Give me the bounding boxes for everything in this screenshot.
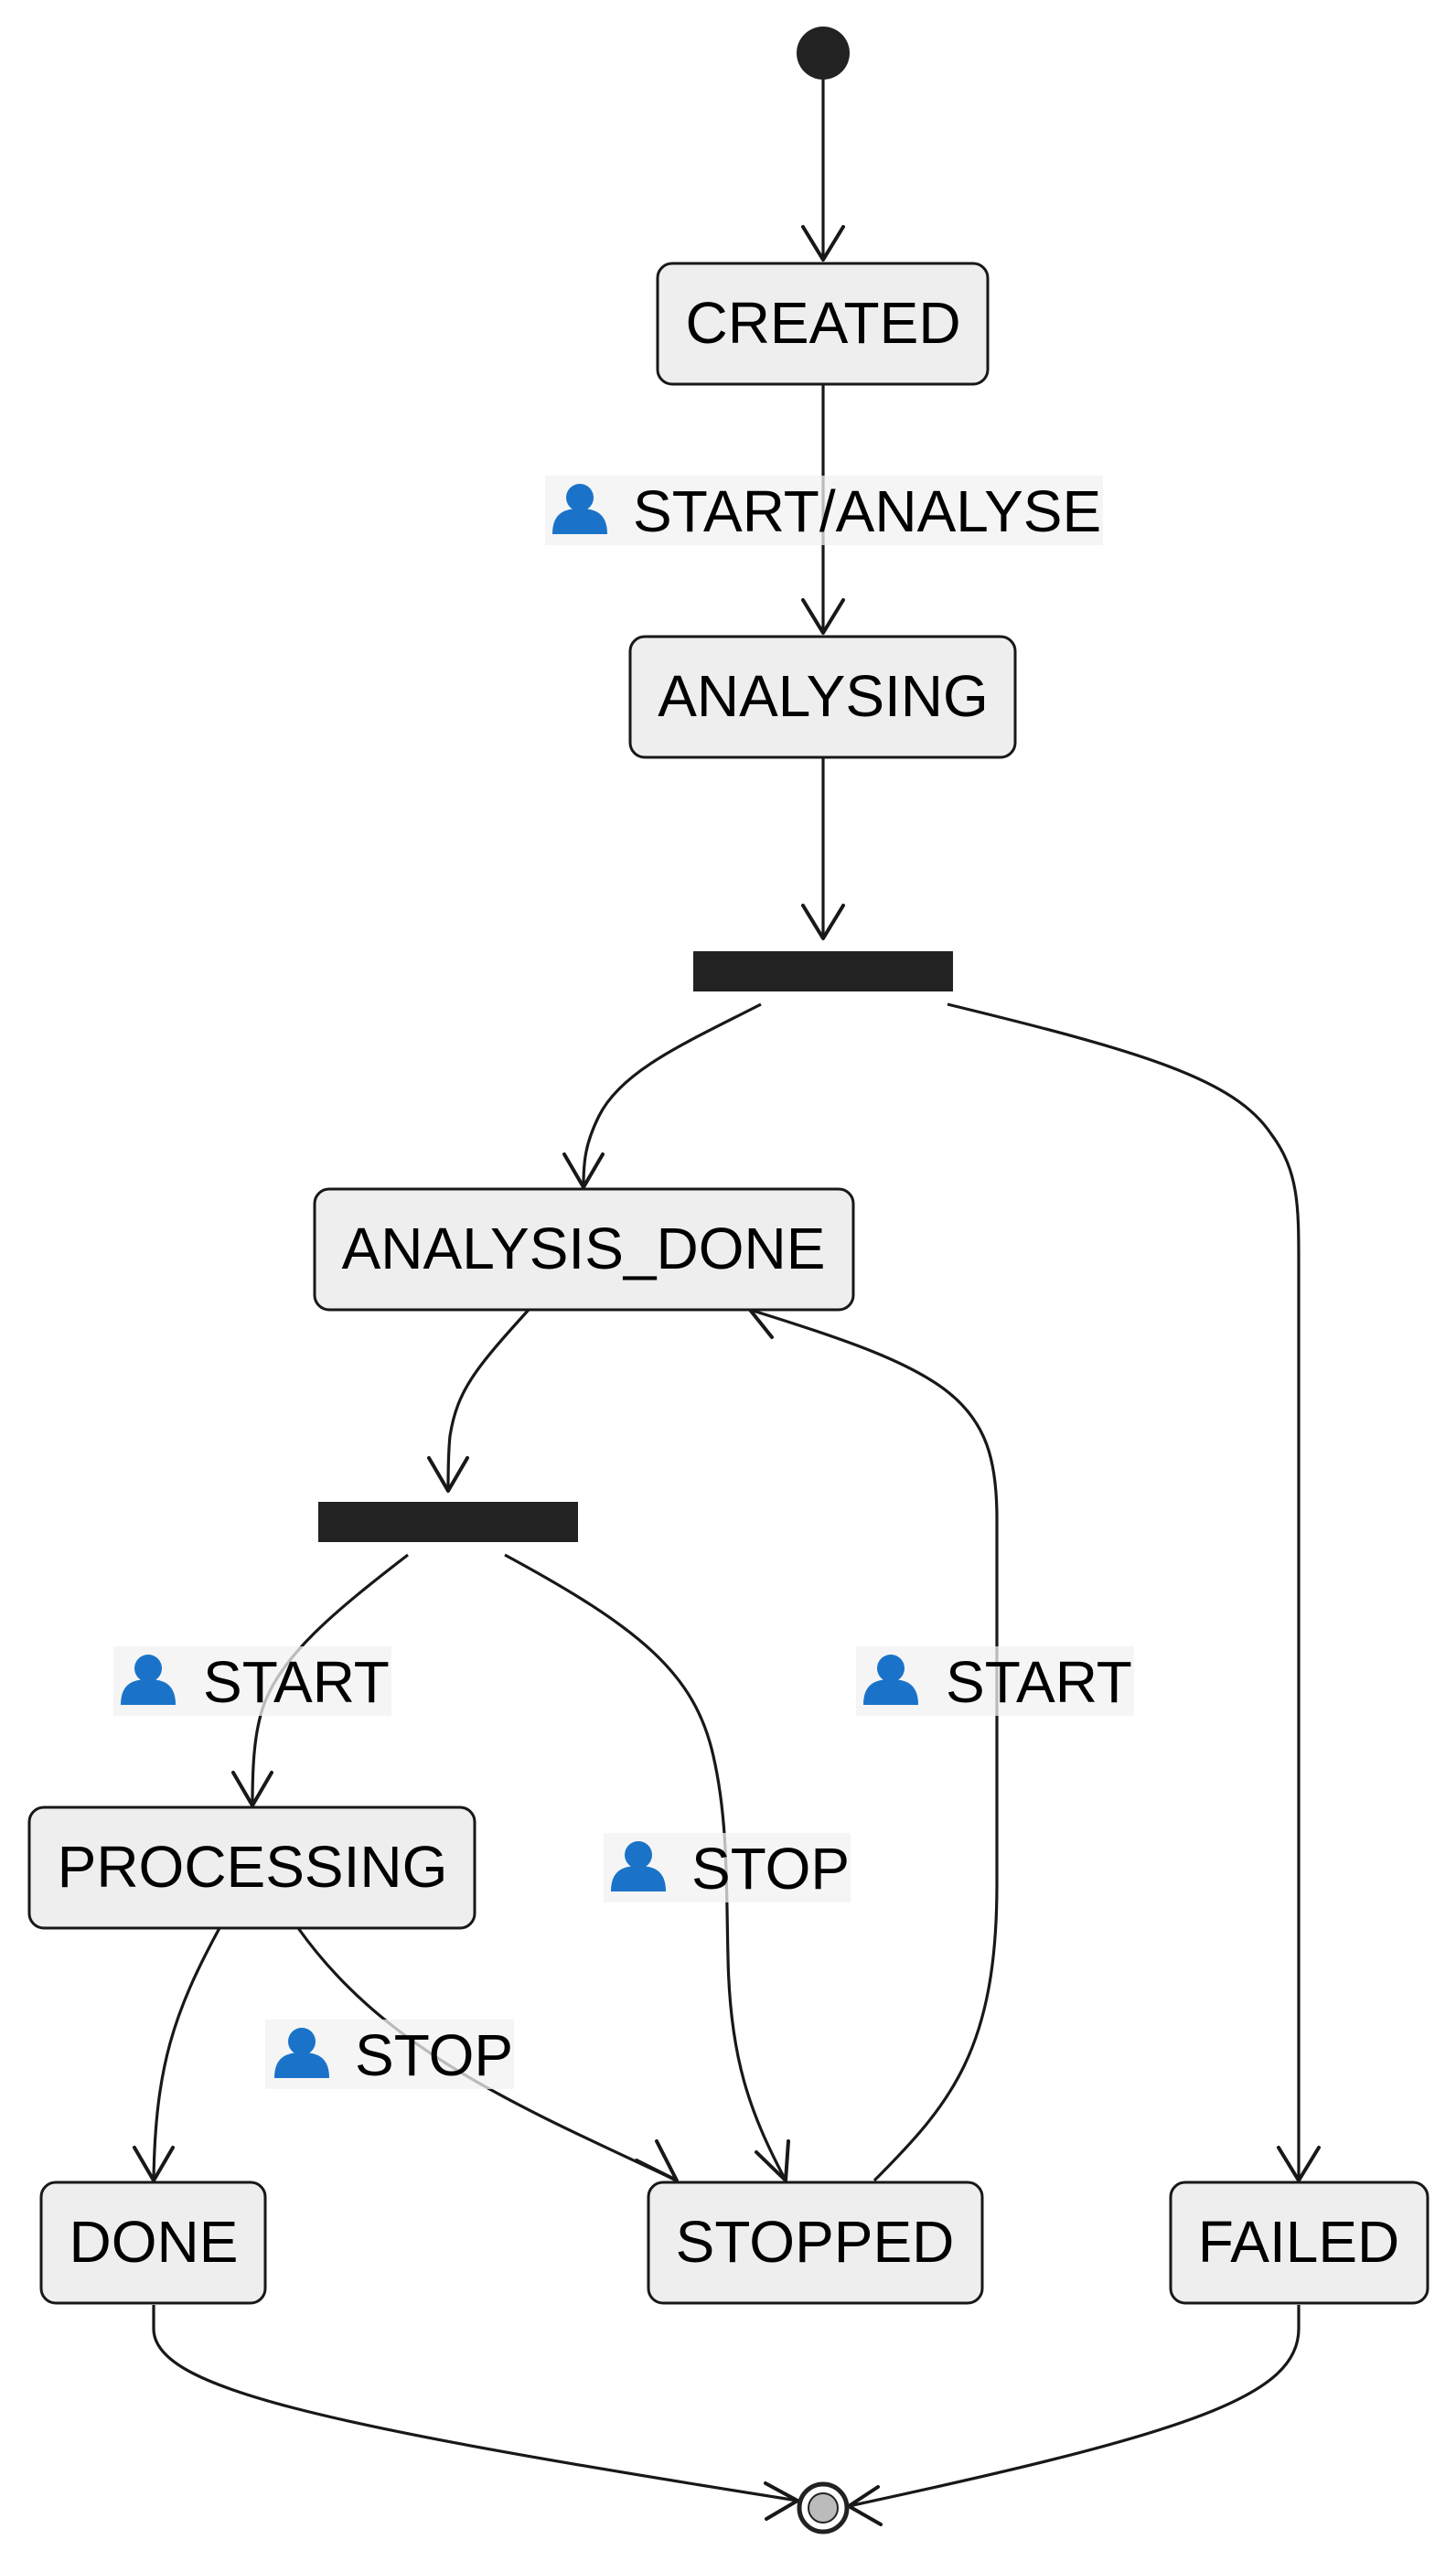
arrowhead <box>562 1152 605 1189</box>
state-analysis-done: ANALYSIS_DONE <box>313 1187 855 1312</box>
transition-label-stop: STOP <box>265 2020 514 2089</box>
transition-label: STOP <box>691 1836 850 1902</box>
state-label: FAILED <box>1198 2209 1400 2275</box>
fork-bar <box>693 951 953 991</box>
transition-label: START/ANALYSE <box>633 478 1101 544</box>
arrowhead <box>801 225 845 262</box>
state-done: DONE <box>39 2181 267 2305</box>
state-label: STOPPED <box>676 2209 955 2275</box>
transition-label-start: START <box>113 1646 391 1716</box>
arrowhead <box>133 2146 175 2182</box>
state-processing: PROCESSING <box>27 1806 476 1930</box>
arrowhead <box>231 1771 273 1807</box>
arrowhead <box>764 2481 799 2521</box>
arrowhead <box>801 904 845 940</box>
edge-fork-to-failed <box>947 1002 1301 2179</box>
arrowhead <box>801 598 845 635</box>
edge-failed-to-end <box>848 2305 1301 2508</box>
state-label: PROCESSING <box>58 1834 448 1900</box>
edge-processing-to-done <box>152 1927 221 2180</box>
transition-label-start: START <box>856 1646 1134 1716</box>
transition-label-stop: STOP <box>604 1833 851 1902</box>
transition-label: STOP <box>355 2022 513 2088</box>
edge-done-to-end <box>152 2305 798 2502</box>
edge-stopped-to-analysis-done <box>749 1308 999 2182</box>
transition-label-start-analyse: START/ANALYSE <box>545 476 1103 545</box>
state-analysing: ANALYSING <box>628 635 1017 759</box>
arrowhead <box>635 2139 679 2182</box>
transition-label: START <box>203 1649 390 1715</box>
final-state <box>797 2481 850 2534</box>
state-label: ANALYSING <box>658 663 989 729</box>
edge-analysis-done-to-fork <box>446 1308 530 1490</box>
transition-label: START <box>946 1649 1132 1715</box>
state-created: CREATED <box>656 262 990 386</box>
state-label: DONE <box>70 2209 239 2275</box>
edge-fork-to-analysis-done <box>582 1002 762 1186</box>
state-label: CREATED <box>685 290 960 356</box>
state-failed: FAILED <box>1169 2181 1429 2305</box>
arrowhead <box>427 1456 469 1493</box>
fork-bar <box>318 1502 578 1542</box>
state-stopped: STOPPED <box>647 2181 984 2305</box>
arrowhead <box>1277 2146 1321 2182</box>
state-label: ANALYSIS_DONE <box>342 1216 826 1281</box>
initial-state <box>797 27 850 80</box>
arrowhead <box>755 2139 790 2182</box>
